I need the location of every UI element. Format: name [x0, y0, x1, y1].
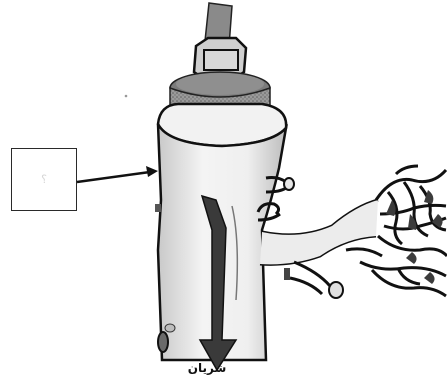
question-mark: ؟ — [41, 173, 47, 186]
speck — [125, 95, 128, 98]
vessel-label: شريان — [184, 361, 230, 375]
pointer-arrow — [77, 166, 158, 182]
top-tube-stub — [194, 3, 246, 80]
unknown-label-box: ؟ — [11, 148, 77, 211]
